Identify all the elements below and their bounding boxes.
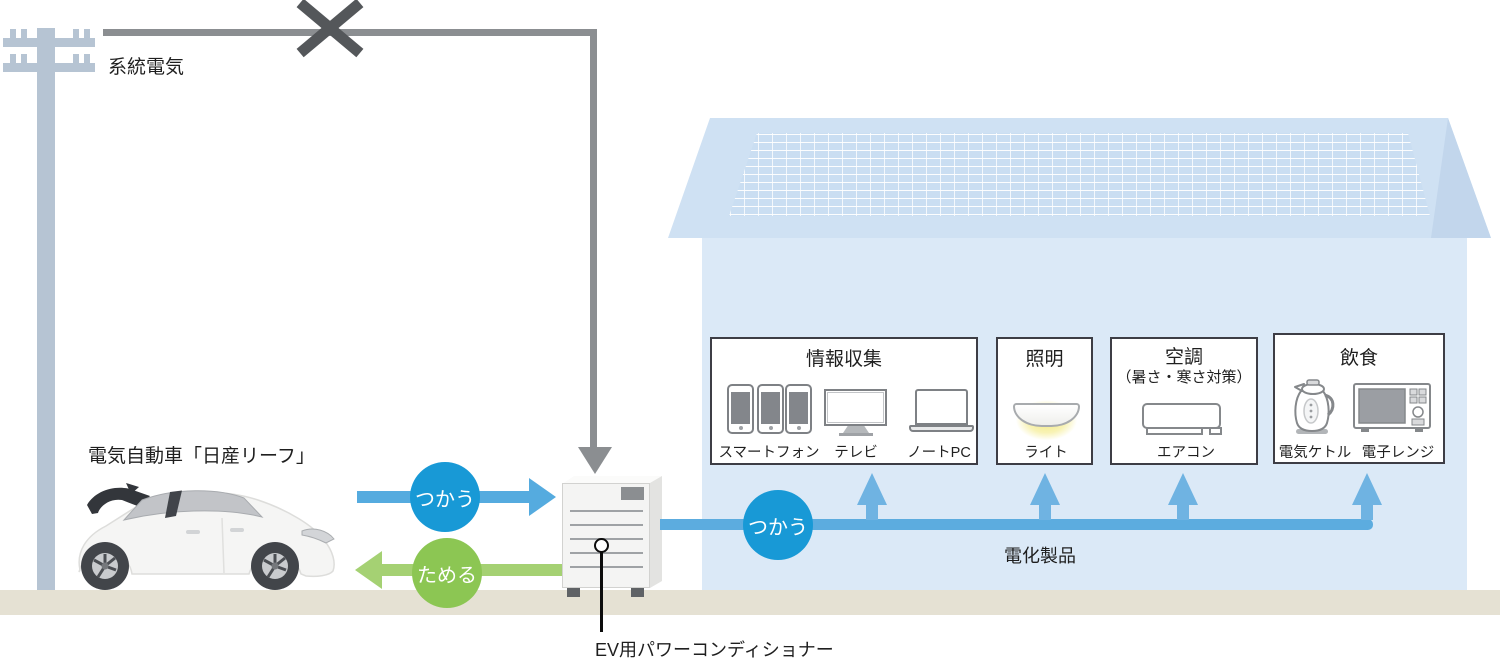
grid-electricity-label: 系統電気 — [108, 57, 185, 78]
power-line-horizontal — [103, 29, 597, 36]
conditioner-foot — [631, 588, 644, 597]
tv-icon — [824, 389, 887, 426]
conditioner-side — [650, 476, 662, 588]
item-label-light: ライト — [1024, 445, 1068, 461]
appliance-box-aircon: 空調 （暑さ・寒さ対策） エアコン — [1110, 337, 1258, 465]
ground — [0, 590, 1500, 615]
flow-use-badge: つかう — [410, 462, 480, 532]
smartphone-icon — [785, 384, 812, 434]
appliance-box-lighting: 照明 ライト — [996, 337, 1093, 465]
up-arrow-icon — [1352, 473, 1382, 505]
item-label-smartphone: スマートフォン — [718, 445, 820, 461]
air-conditioner-icon — [1142, 403, 1221, 429]
outage-x-icon — [296, 0, 364, 58]
car-rear-wheel — [81, 542, 129, 590]
car-label: 電気自動車「日産リーフ」 — [88, 446, 315, 467]
tv-base — [839, 433, 873, 436]
pole-insulator — [73, 54, 79, 64]
callout-line — [600, 552, 603, 632]
up-arrow-shaft — [866, 505, 878, 520]
electric-kettle-icon — [1294, 379, 1335, 434]
use-arrow-icon — [529, 478, 556, 516]
store-arrow-icon — [355, 551, 382, 589]
item-label-microwave: 電子レンジ — [1361, 445, 1435, 461]
item-label-aircon: エアコン — [1157, 445, 1215, 461]
flow-store-badge: ためる — [412, 538, 482, 608]
conditioner-slat — [570, 510, 643, 512]
item-label-tv: テレビ — [834, 445, 878, 461]
appliances-label: 電化製品 — [1004, 546, 1076, 566]
up-arrow-icon — [1168, 473, 1198, 505]
up-arrow-shaft — [1039, 505, 1051, 520]
up-arrow-shaft — [1177, 505, 1189, 520]
pole-insulator — [84, 54, 90, 64]
box-title: 情報収集 — [805, 349, 882, 370]
air-conditioner-side — [1209, 427, 1222, 435]
appliance-box-food: 飲食 電気ケトル 電子レンジ — [1273, 333, 1445, 464]
flow-use-house-badge: つかう — [743, 490, 813, 560]
item-label-laptop: ノートPC — [907, 445, 971, 461]
pole-crossarm — [3, 38, 95, 47]
appliance-box-information: 情報収集 スマートフォン テレビ ノートPC — [710, 337, 978, 465]
laptop-base — [909, 425, 974, 432]
conditioner-foot — [567, 588, 580, 597]
pole-mast — [37, 28, 55, 590]
car-front-wheel — [251, 542, 299, 590]
pole-insulator — [21, 54, 27, 64]
air-conditioner-flap — [1146, 427, 1203, 435]
box-title: 照明 — [1025, 349, 1064, 370]
conditioner-slat — [570, 566, 643, 568]
grid-down-arrow-icon — [578, 447, 612, 474]
conditioner-front — [562, 483, 650, 588]
pole-insulator — [21, 29, 27, 39]
conditioner-vent — [621, 487, 644, 500]
conditioner-top — [562, 476, 662, 484]
conditioner-slat — [570, 524, 643, 526]
power-line-vertical — [590, 29, 597, 449]
conditioner-label: EV用パワーコンディショナー — [595, 640, 834, 660]
microwave-icon — [1353, 383, 1431, 432]
tv-stand — [843, 426, 869, 433]
pole-insulator — [73, 29, 79, 39]
car-illustration — [78, 483, 335, 590]
smartphone-icon — [757, 384, 784, 434]
house-power-line — [660, 519, 1373, 530]
up-arrow-shaft — [1361, 505, 1373, 520]
up-arrow-icon — [1030, 473, 1060, 505]
item-label-kettle: 電気ケトル — [1278, 445, 1352, 461]
pole-insulator — [10, 29, 16, 39]
box-title: 空調 — [1164, 347, 1203, 368]
laptop-icon — [915, 389, 968, 425]
callout-circle — [594, 538, 609, 553]
up-arrow-icon — [857, 473, 887, 505]
pole-crossarm — [3, 63, 95, 72]
box-title: 飲食 — [1339, 348, 1378, 369]
box-subtitle: （暑さ・寒さ対策） — [1116, 369, 1252, 386]
conditioner-slat — [570, 552, 643, 554]
pole-insulator — [10, 54, 16, 64]
smartphone-icon — [727, 384, 754, 434]
solar-panel-icon — [729, 133, 1430, 216]
pole-insulator — [84, 29, 90, 39]
